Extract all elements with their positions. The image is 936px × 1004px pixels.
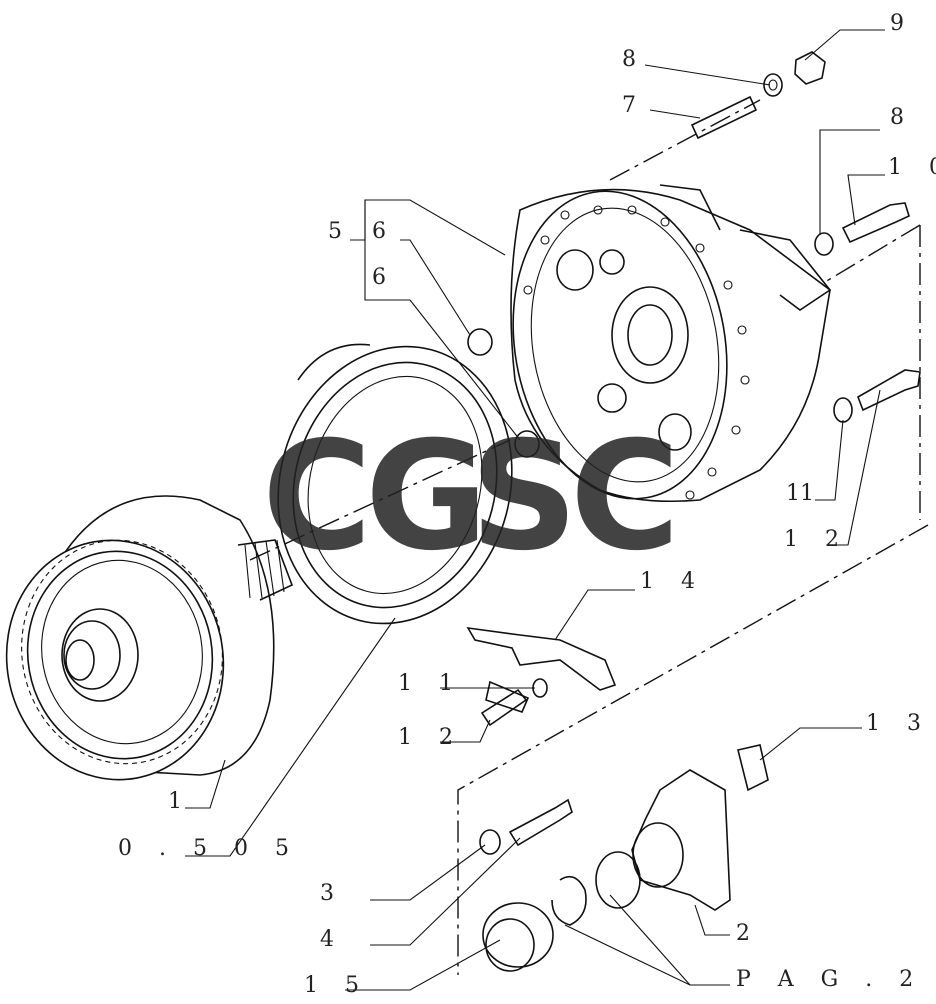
small-parts-top (467, 51, 921, 458)
watermark-letter-c1: C (262, 410, 372, 584)
leader-lines (185, 29, 885, 991)
label-9: 9 (890, 11, 914, 36)
label-4: 4 (320, 927, 344, 952)
part-1-drum (5, 495, 294, 781)
label-14: 1 4 (640, 569, 705, 594)
label-15: 1 5 (304, 973, 369, 998)
label-10: 1 0 (888, 155, 936, 180)
construction-lines (249, 99, 929, 975)
label-13: 1 3 (866, 711, 931, 736)
flange-group (479, 744, 769, 972)
label-6-upper: 6 (372, 219, 396, 244)
label-7: 7 (622, 93, 646, 118)
label-1: 1 (168, 789, 192, 814)
part-1-teeth (21, 539, 223, 765)
label-12-right: 1 2 (784, 527, 849, 552)
label-2: 2 (736, 921, 760, 946)
watermark-letter-g: G (365, 410, 488, 584)
watermark-letter-s: S (470, 410, 578, 584)
label-11-right: 11 (786, 481, 814, 506)
label-12-center: 1 2 (398, 725, 463, 750)
ring-gasket (277, 343, 513, 625)
label-ref-0505: 0 . 5 0 5 (118, 836, 299, 861)
label-3: 3 (320, 881, 344, 906)
bracket-14 (466, 626, 617, 727)
label-11-center: 1 1 (398, 671, 463, 696)
label-8-right: 8 (890, 105, 914, 130)
main-housing (510, 184, 832, 503)
label-pag-2: P A G . 2 (736, 967, 923, 992)
cgsc-watermark: C G S C (262, 410, 680, 584)
watermark-letter-c2: C (570, 410, 680, 584)
label-5: 5 (328, 219, 352, 244)
label-6-lower: 6 (372, 265, 396, 290)
label-8-top: 8 (622, 47, 646, 72)
callout-labels: 9 8 7 8 1 0 5 6 6 11 1 2 1 4 1 1 1 2 1 3… (118, 11, 936, 998)
